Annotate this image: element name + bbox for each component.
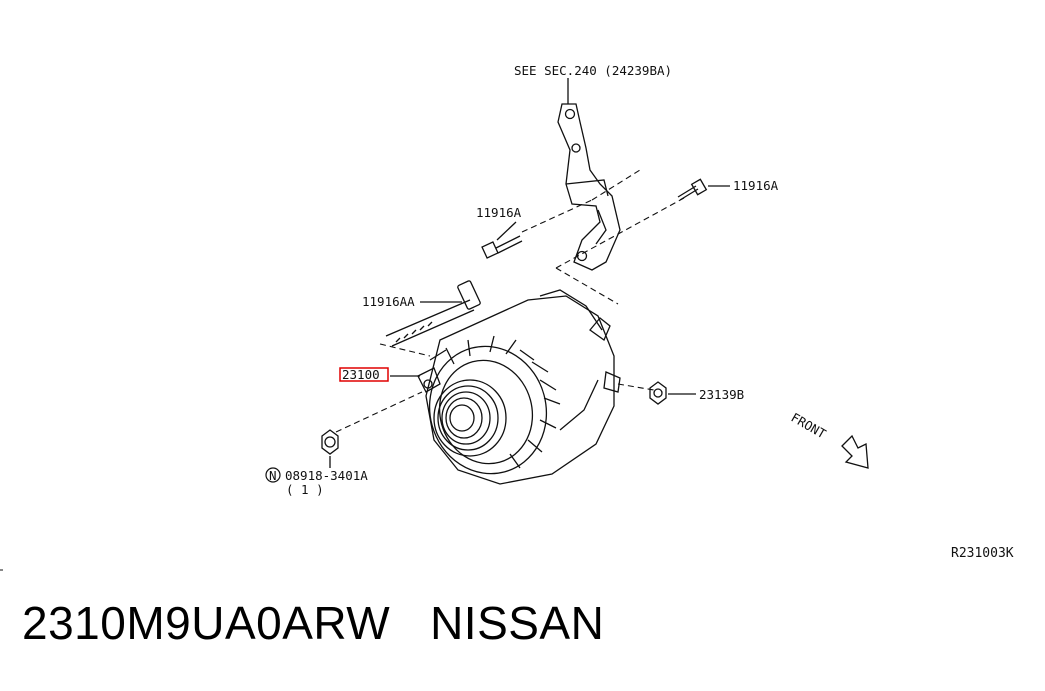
footer-title: 2310M9UA0ARW NISSAN [22, 596, 604, 650]
alternator-highlight-box [339, 367, 389, 382]
nut-left-qty: ( 1 ) [286, 482, 324, 497]
nut-left-callout: 08918-3401A [285, 468, 368, 483]
nut-right-callout: 23139B [699, 387, 744, 402]
assembly-lines [335, 169, 685, 433]
front-arrow-icon [841, 434, 869, 469]
see-sec-callout: SEE SEC.240 (24239BA) [514, 63, 672, 78]
alternator-callout[interactable]: 23100 [342, 367, 380, 382]
bolt-left [481, 221, 523, 259]
brand-name: NISSAN [430, 597, 605, 649]
nut-right [649, 381, 696, 405]
long-bolt [385, 280, 481, 347]
front-label: FRONT [789, 410, 829, 442]
nut-left [321, 429, 339, 468]
alternator-body [417, 289, 621, 485]
bolt-right-callout: 11916A [733, 178, 779, 193]
long-bolt-callout: 11916AA [362, 294, 415, 309]
bolt-left-callout: 11916A [476, 205, 522, 220]
nut-left-marker-circle [265, 467, 281, 483]
part-number: 2310M9UA0ARW [22, 597, 391, 649]
mounting-bracket [557, 78, 621, 271]
bolt-right [677, 178, 730, 201]
diagram-reference: R231003K [951, 546, 1014, 561]
nut-left-marker: N [269, 468, 277, 483]
